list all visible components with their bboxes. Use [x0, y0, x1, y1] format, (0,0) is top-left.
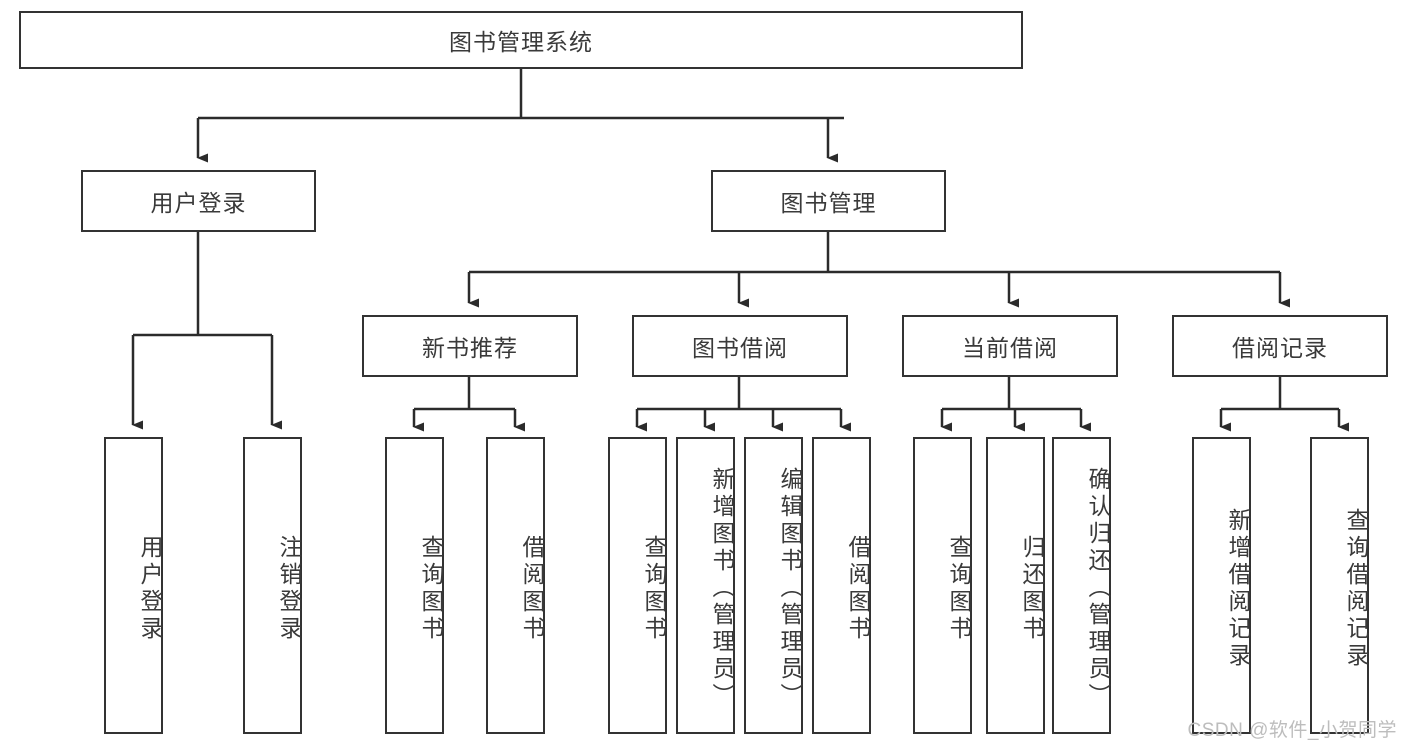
node-leaf-edit-book-admin[interactable]: 编辑图书（管理员）	[744, 437, 803, 734]
node-new-book-recommend[interactable]: 新书推荐	[362, 315, 578, 377]
node-leaf-add-book-admin-label: 新增图书（管理员）	[709, 467, 735, 710]
node-leaf-query-book-recommend-label: 查询图书	[418, 534, 444, 643]
node-book-borrow-label: 图书借阅	[692, 335, 788, 361]
node-book-management-label: 图书管理	[780, 190, 877, 216]
node-leaf-edit-book-admin-label: 编辑图书（管理员）	[777, 467, 803, 710]
watermark-text: CSDN @软件_小贺同学	[1187, 720, 1397, 741]
node-leaf-user-login[interactable]: 用户登录	[104, 437, 163, 734]
node-new-book-recommend-label: 新书推荐	[422, 335, 518, 361]
node-leaf-borrow-book[interactable]: 借阅图书	[812, 437, 871, 734]
node-leaf-query-book-borrow-label: 查询图书	[641, 534, 667, 643]
node-leaf-confirm-return-admin-label: 确认归还（管理员）	[1085, 467, 1111, 710]
node-book-management[interactable]: 图书管理	[711, 170, 946, 232]
node-leaf-add-book-admin[interactable]: 新增图书（管理员）	[676, 437, 735, 734]
node-leaf-query-borrow-record-label: 查询借阅记录	[1343, 507, 1369, 670]
node-root-label: 图书管理系统	[449, 29, 593, 55]
node-user-login[interactable]: 用户登录	[81, 170, 316, 232]
node-user-login-label: 用户登录	[150, 190, 247, 216]
node-current-borrow[interactable]: 当前借阅	[902, 315, 1118, 377]
node-leaf-add-borrow-record[interactable]: 新增借阅记录	[1192, 437, 1251, 734]
node-leaf-return-book[interactable]: 归还图书	[986, 437, 1045, 734]
node-book-borrow[interactable]: 图书借阅	[632, 315, 848, 377]
node-leaf-logout-login[interactable]: 注销登录	[243, 437, 302, 734]
node-leaf-query-book-borrow[interactable]: 查询图书	[608, 437, 667, 734]
node-leaf-query-book-current[interactable]: 查询图书	[913, 437, 972, 734]
node-root[interactable]: 图书管理系统	[19, 11, 1023, 69]
node-leaf-borrow-book-label: 借阅图书	[845, 534, 871, 643]
node-leaf-borrow-book-recommend-label: 借阅图书	[519, 534, 545, 643]
node-leaf-query-book-recommend[interactable]: 查询图书	[385, 437, 444, 734]
node-leaf-confirm-return-admin[interactable]: 确认归还（管理员）	[1052, 437, 1111, 734]
node-borrow-record-label: 借阅记录	[1232, 335, 1328, 361]
node-leaf-return-book-label: 归还图书	[1019, 534, 1045, 643]
node-current-borrow-label: 当前借阅	[962, 335, 1058, 361]
node-leaf-query-borrow-record[interactable]: 查询借阅记录	[1310, 437, 1369, 734]
node-leaf-query-book-current-label: 查询图书	[946, 534, 972, 643]
node-borrow-record[interactable]: 借阅记录	[1172, 315, 1388, 377]
node-leaf-logout-login-label: 注销登录	[276, 534, 302, 643]
node-leaf-borrow-book-recommend[interactable]: 借阅图书	[486, 437, 545, 734]
node-leaf-add-borrow-record-label: 新增借阅记录	[1225, 507, 1251, 670]
node-leaf-user-login-label: 用户登录	[137, 534, 163, 643]
